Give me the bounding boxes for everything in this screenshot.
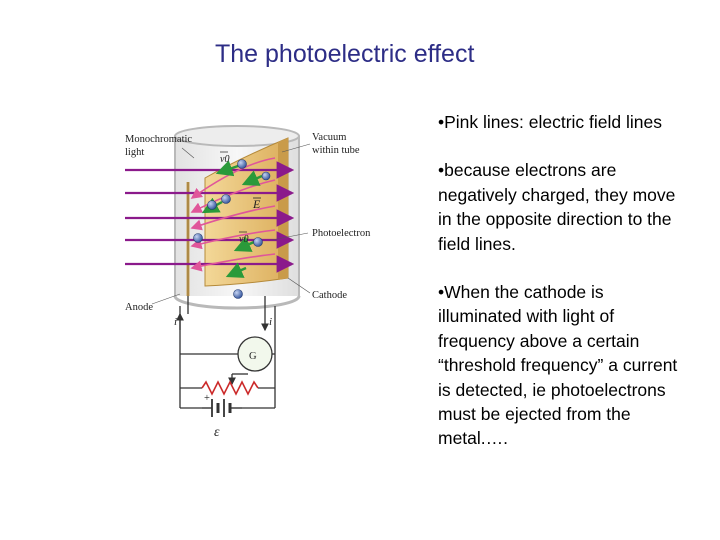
label-light: light xyxy=(125,147,144,158)
bullet-electron-direction: •because electrons are negatively charge… xyxy=(438,160,676,254)
galvanometer: G xyxy=(237,336,273,372)
light-rays xyxy=(125,161,295,273)
label-photoelectron: Photoelectron xyxy=(312,228,371,239)
label-cathode: Cathode xyxy=(312,290,347,301)
battery-plus: + xyxy=(204,393,210,404)
current-label-left: i xyxy=(174,316,177,328)
photoelectrons xyxy=(193,159,271,299)
label-within-tube: within tube xyxy=(312,145,360,156)
photoelectric-diagram: E v0 v0 Monochromatic light Vacuum withi… xyxy=(120,118,390,458)
velocity-label-mid: v0 xyxy=(239,234,248,245)
bullet-threshold-frequency: •When the cathode is illuminated with li… xyxy=(438,282,678,449)
emf-label: ε xyxy=(214,425,220,440)
velocity-label-top: v0 xyxy=(220,154,229,165)
electric-field-lines xyxy=(190,157,276,272)
label-anode: Anode xyxy=(125,302,153,313)
label-vacuum: Vacuum xyxy=(312,132,346,143)
bullet-field-lines: •Pink lines: electric field lines xyxy=(438,112,662,132)
field-label: E xyxy=(252,197,261,211)
rheostat xyxy=(201,380,259,396)
label-monochromatic: Monochromatic xyxy=(125,134,192,145)
external-circuit xyxy=(176,296,276,409)
current-label-right: i xyxy=(269,316,272,328)
slide-title: The photoelectric effect xyxy=(215,40,475,68)
battery xyxy=(202,399,242,417)
label-leaders xyxy=(151,143,311,305)
bullet-list: •Pink lines: electric field lines •becau… xyxy=(438,110,688,475)
svg-text:G: G xyxy=(249,351,257,362)
